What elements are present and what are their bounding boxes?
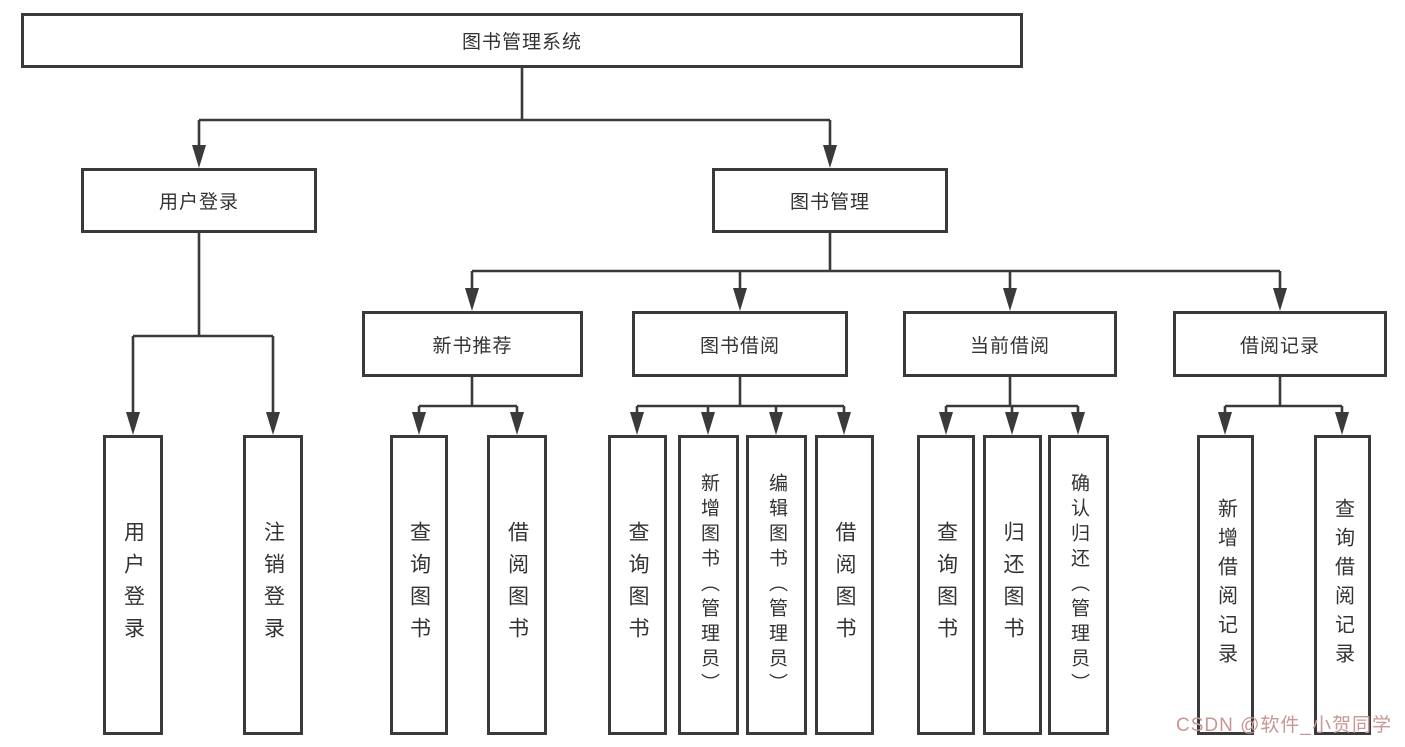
leaf-label: 新增借阅记录 bbox=[1214, 498, 1237, 672]
leaf-query-books-current: 查询图书 bbox=[917, 435, 975, 735]
leaf-logout: 注销登录 bbox=[243, 435, 303, 735]
leaf-label: 新增图书（管理员） bbox=[698, 472, 719, 698]
node-label: 用户登录 bbox=[158, 192, 239, 213]
node-label: 图书管理系统 bbox=[461, 32, 582, 53]
leaf-label: 查询图书 bbox=[407, 521, 431, 649]
leaf-borrow-books-recommend: 借阅图书 bbox=[487, 435, 547, 735]
leaf-return-books: 归还图书 bbox=[983, 435, 1042, 735]
leaf-add-borrow-record: 新增借阅记录 bbox=[1197, 435, 1254, 735]
node-borrow-records: 借阅记录 bbox=[1173, 311, 1387, 377]
node-label: 当前借阅 bbox=[969, 335, 1050, 357]
node-book-borrow: 图书借阅 bbox=[632, 311, 848, 377]
leaf-query-books-recommend: 查询图书 bbox=[390, 435, 448, 735]
leaf-label: 查询图书 bbox=[934, 521, 958, 649]
leaf-label: 查询借阅记录 bbox=[1331, 498, 1354, 672]
node-current-borrow: 当前借阅 bbox=[903, 311, 1117, 377]
leaf-label: 编辑图书（管理员） bbox=[766, 472, 787, 698]
leaf-confirm-return-admin: 确认归还（管理员） bbox=[1048, 435, 1109, 735]
leaf-label: 借阅图书 bbox=[505, 521, 529, 649]
leaf-edit-books-admin: 编辑图书（管理员） bbox=[746, 435, 807, 735]
node-user-login: 用户登录 bbox=[81, 168, 317, 233]
leaf-user-login: 用户登录 bbox=[103, 435, 163, 735]
leaf-label: 用户登录 bbox=[121, 521, 145, 649]
node-label: 新书推荐 bbox=[432, 335, 513, 357]
node-new-book-recommend: 新书推荐 bbox=[362, 311, 583, 377]
csdn-watermark: CSDN @软件_小贺同学 bbox=[1176, 715, 1392, 736]
leaf-label: 借阅图书 bbox=[833, 521, 856, 649]
node-label: 借阅记录 bbox=[1239, 335, 1320, 357]
leaf-label: 注销登录 bbox=[261, 521, 285, 649]
leaf-label: 归还图书 bbox=[1001, 521, 1024, 649]
leaf-query-borrow-record: 查询借阅记录 bbox=[1314, 435, 1371, 735]
leaf-label: 确认归还（管理员） bbox=[1068, 472, 1089, 698]
node-library-management-system: 图书管理系统 bbox=[21, 13, 1023, 68]
leaf-add-books-admin: 新增图书（管理员） bbox=[678, 435, 739, 735]
leaf-label: 查询图书 bbox=[626, 521, 649, 649]
node-book-management: 图书管理 bbox=[712, 168, 948, 233]
node-label: 图书借阅 bbox=[699, 335, 780, 357]
leaf-query-books-borrow: 查询图书 bbox=[608, 435, 667, 735]
leaf-borrow-books: 借阅图书 bbox=[815, 435, 874, 735]
node-label: 图书管理 bbox=[789, 192, 870, 213]
